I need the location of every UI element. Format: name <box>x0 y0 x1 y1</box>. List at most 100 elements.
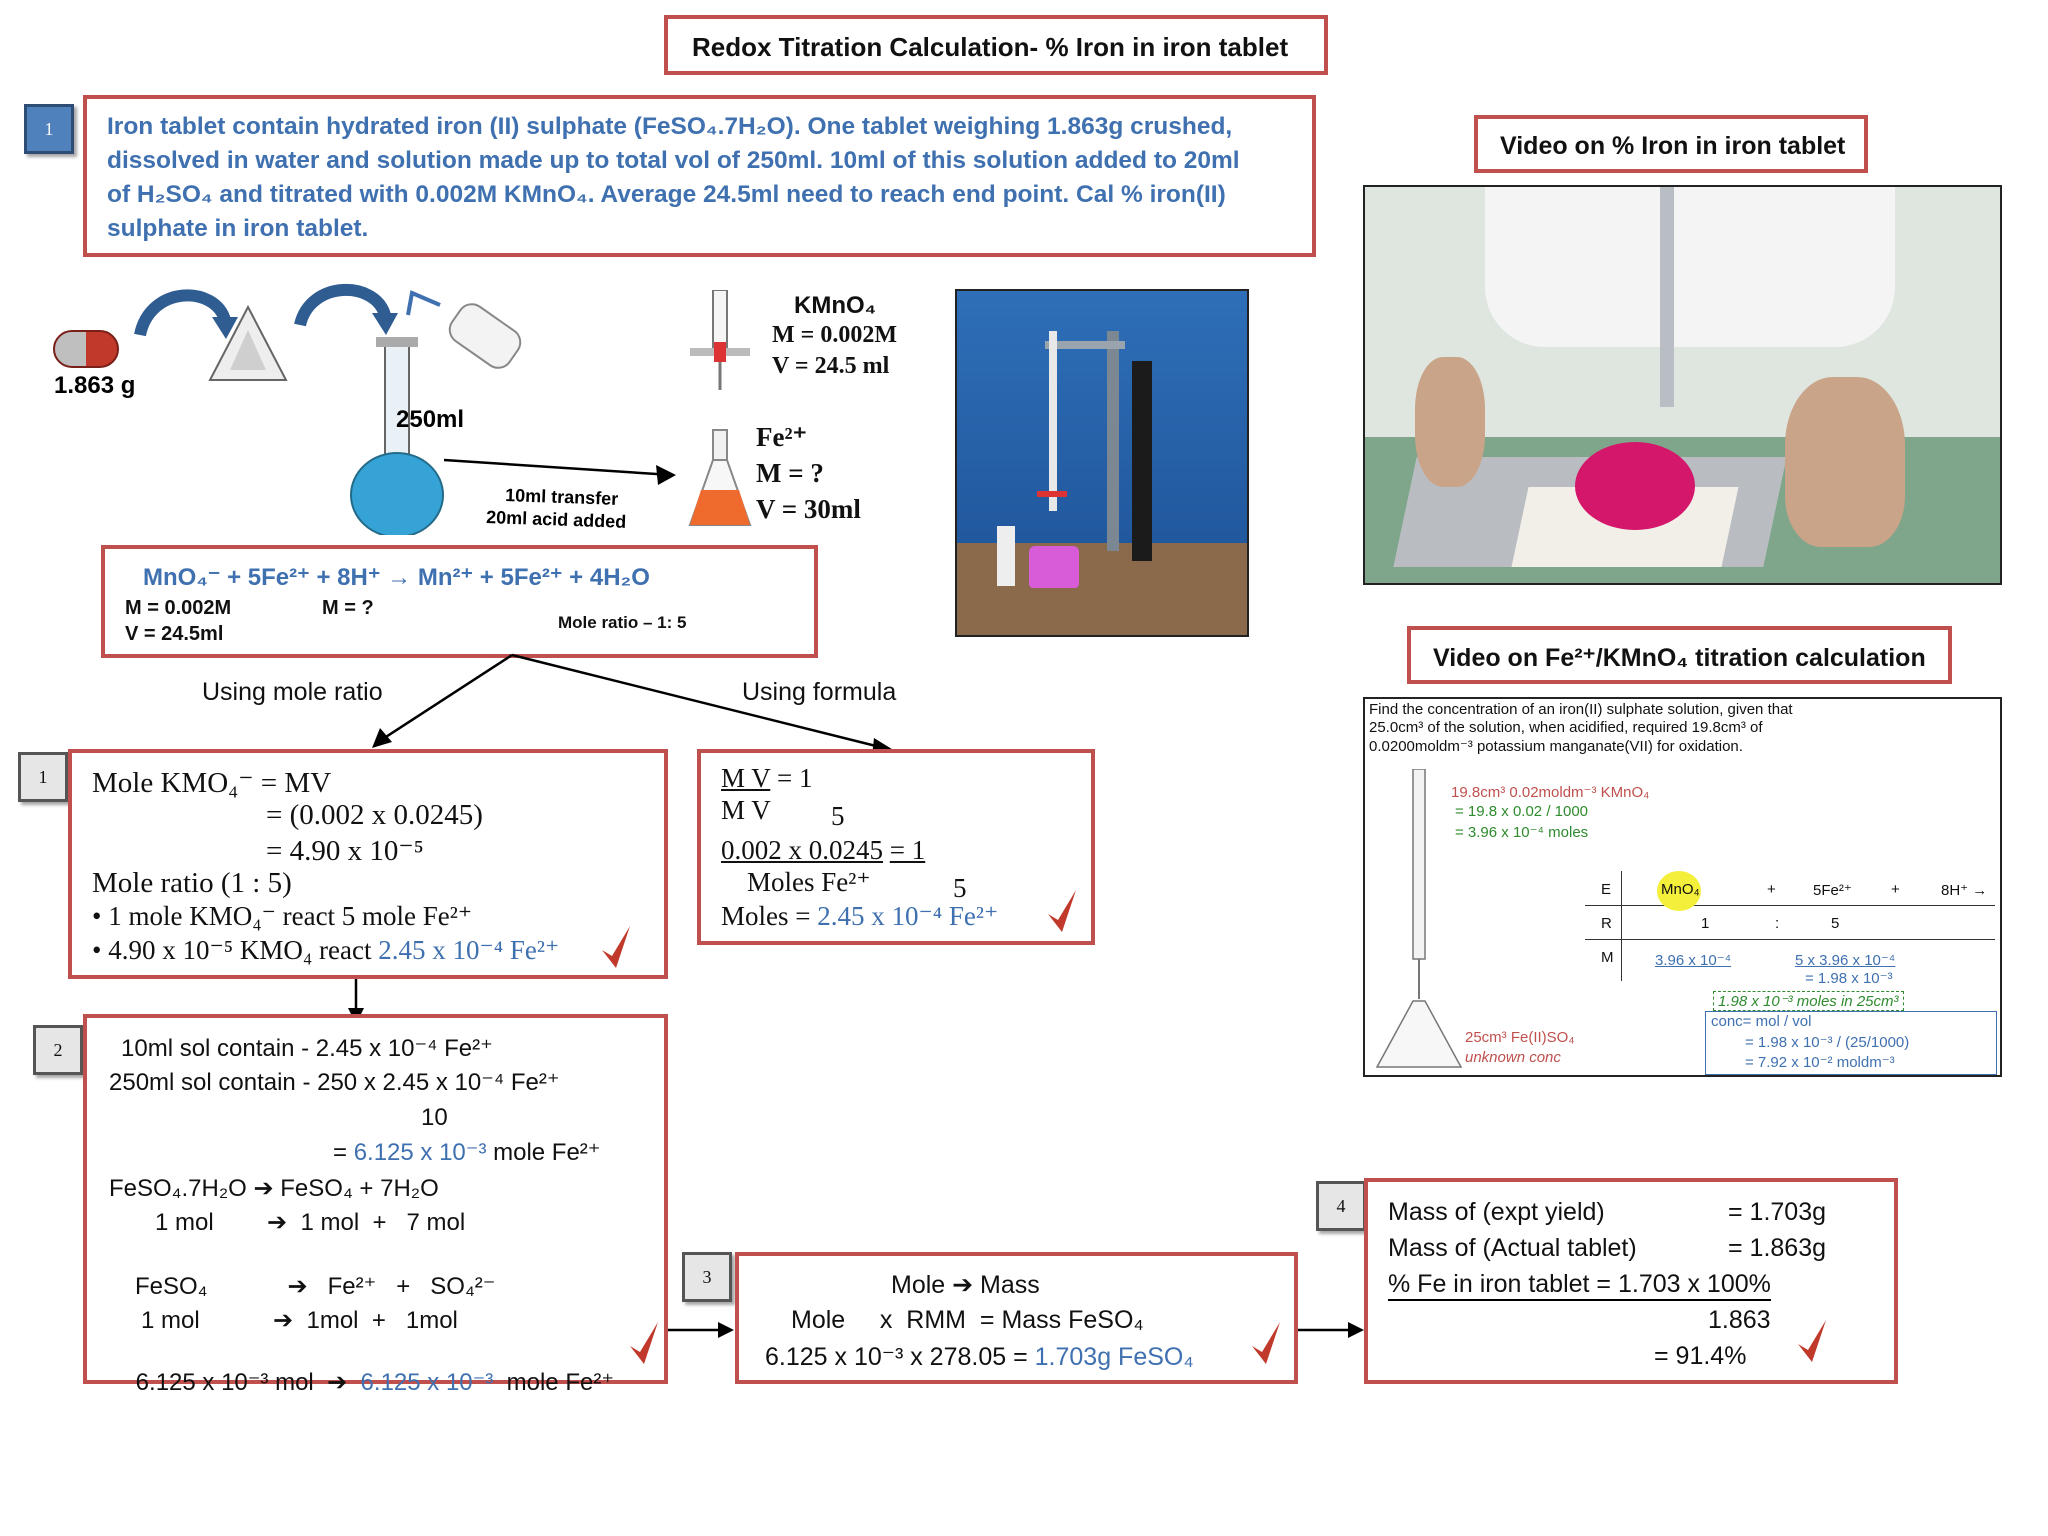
step2-badge: 2 <box>33 1025 83 1075</box>
thumb2-e3: 5Fe²⁺ <box>1813 882 1852 899</box>
thumb2-e5: 8H⁺ → <box>1941 882 1988 899</box>
fe-molarity: M = ? <box>756 458 824 488</box>
step2-line-6: 1 mol ➔ 1 mol + 7 mol <box>155 1209 466 1236</box>
equation-text: MnO₄⁻ + 5Fe²⁺ + 8H⁺ → Mn²⁺ + 5Fe²⁺ + 4H₂… <box>143 564 650 591</box>
thumb2-m4: 1.98 x 10⁻³ moles in 25cm³ <box>1713 991 1904 1011</box>
powder-pile-icon <box>208 304 288 381</box>
step1-line-6: • 4.90 x 10⁻⁵ KMO₄ react 2.45 x 10⁻⁴ Fe²… <box>92 935 559 966</box>
video2-thumbnail[interactable]: Find the concentration of an iron(II) su… <box>1363 697 2002 1077</box>
step2-line-7: FeSO₄ ➔ Fe²⁺ + SO₄²⁻ <box>135 1273 496 1300</box>
step3-calc: 6.125 x 10⁻³ x 278.05 = <box>765 1343 1035 1371</box>
step4-actual-label: Mass of (Actual tablet) <box>1388 1234 1637 1262</box>
thumb2-question-1: Find the concentration of an iron(II) su… <box>1369 701 1793 718</box>
wash-bottle-icon <box>406 290 522 369</box>
step2-line-2: 250ml sol contain - 250 x 2.45 x 10⁻⁴ Fe… <box>109 1069 560 1096</box>
formula-mv-top: M V <box>721 763 771 793</box>
mass-label: 1.863 g <box>54 372 135 399</box>
thumb2-f1: 25cm³ Fe(II)SO₄ <box>1465 1029 1575 1046</box>
step4-expt-label: Mass of (expt yield) <box>1388 1198 1605 1226</box>
fe-label: Fe²⁺ <box>756 422 807 452</box>
thumb2-e1: MnO₄ <box>1661 881 1700 898</box>
flask-volume-label: 250ml <box>396 406 464 433</box>
check-icon <box>1252 1322 1280 1364</box>
branch-mole-ratio-label: Using mole ratio <box>202 678 383 706</box>
thumb2-r1: 1 <box>1701 915 1710 932</box>
step3-line-2: Mole x RMM = Mass FeSO₄ <box>791 1306 1144 1334</box>
transfer-label: 10ml transfer <box>505 485 619 509</box>
thumb2-r3: 5 <box>1831 915 1840 932</box>
thumb2-given-3: = 3.96 x 10⁻⁴ moles <box>1455 824 1589 841</box>
mole-ratio-label: Mole ratio – 1: 5 <box>558 613 687 632</box>
step2-moles-250: 6.125 x 10⁻³ <box>353 1139 487 1166</box>
step1-badge: 1 <box>18 752 68 802</box>
formula-ratio-one: = 1 <box>889 835 926 865</box>
thumb2-f2: unknown conc <box>1465 1049 1561 1066</box>
check-icon <box>1798 1320 1826 1362</box>
thumb2-m2: 5 x 3.96 x 10⁻⁴ <box>1795 952 1896 969</box>
step2-line-5: FeSO₄.7H₂O ➔ FeSO₄ + 7H₂O <box>109 1175 439 1202</box>
formula-result: 2.45 x 10⁻⁴ Fe²⁺ <box>817 901 999 931</box>
formula-moles-label: Moles = <box>721 901 818 931</box>
step1-line-5: • 1 mole KMO₄⁻ react 5 mole Fe²⁺ <box>92 901 473 931</box>
formula-five: 5 <box>953 873 967 903</box>
step1-line-3: = 4.90 x 10⁻⁵ <box>266 835 424 867</box>
problem-badge: 1 <box>24 104 74 154</box>
problem-box: Iron tablet contain hydrated iron (II) s… <box>83 95 1316 257</box>
equation-box: MnO₄⁻ + 5Fe²⁺ + 8H⁺ → Mn²⁺ + 5Fe²⁺ + 4H₂… <box>101 545 818 658</box>
video1-thumbnail[interactable] <box>1363 185 2002 585</box>
thumb2-burette-icon <box>1375 769 1463 1068</box>
step3-result: 1.703g FeSO₄ <box>1034 1343 1194 1371</box>
step3-box: Mole ➔ Mass Mole x RMM = Mass FeSO₄ 6.12… <box>735 1252 1298 1384</box>
thumb2-question-2: 25.0cm³ of the solution, when acidified,… <box>1369 719 1763 736</box>
thumb2-given-2: = 19.8 x 0.02 / 1000 <box>1455 803 1589 820</box>
thumb2-c3: = 7.92 x 10⁻² moldm⁻³ <box>1745 1054 1895 1071</box>
equation-kmno4-v: V = 24.5ml <box>125 623 224 645</box>
kmno4-volume: V = 24.5 ml <box>772 353 890 379</box>
formula-ratio-bottom: 5 <box>831 801 845 831</box>
titration-illustration <box>688 290 752 526</box>
video2-title-box: Video on Fe²⁺/KMnO₄ titration calculatio… <box>1407 626 1952 684</box>
step1-box: Mole KMO₄⁻ = MV = (0.002 x 0.0245) = 4.9… <box>68 749 668 979</box>
kmno4-molarity: M = 0.002M <box>772 322 897 348</box>
thumb2-given-1: 19.8cm³ 0.02moldm⁻³ KMnO₄ <box>1451 784 1650 801</box>
problem-line-3: of H₂SO₄ and titrated with 0.002M KMnO₄.… <box>107 181 1226 208</box>
thumb2-row-r: R <box>1601 915 1612 932</box>
problem-line-1: Iron tablet contain hydrated iron (II) s… <box>107 113 1233 140</box>
step2-result: 6.125 x 10⁻³ <box>360 1369 494 1396</box>
step4-result: = 91.4% <box>1654 1342 1747 1370</box>
thumb2-row-m: M <box>1601 949 1614 966</box>
video1-title: Video on % Iron in iron tablet <box>1500 132 1846 160</box>
formula-line-1: M V = 1 <box>721 763 813 794</box>
kmno4-label: KMnO₄ <box>794 292 877 319</box>
check-icon <box>630 1322 658 1364</box>
step3-line-1: Mole ➔ Mass <box>891 1271 1040 1299</box>
step1-line-2: = (0.002 x 0.0245) <box>266 799 483 831</box>
step2-line-3: 10 <box>421 1104 448 1131</box>
problem-line-4: sulphate in iron tablet. <box>107 215 369 242</box>
formula-box: M V = 1 M V 5 0.002 x 0.0245 = 1 Moles F… <box>697 749 1095 945</box>
thumb2-m3: = 1.98 x 10⁻³ <box>1805 970 1893 987</box>
step4-actual-value: = 1.863g <box>1728 1234 1827 1262</box>
step1-result: 2.45 x 10⁻⁴ Fe²⁺ <box>378 935 560 965</box>
equation-kmno4-m: M = 0.002M <box>125 597 232 619</box>
thumb2-row-e: E <box>1601 881 1612 898</box>
setup-illustration: 1.863 g 250ml 10ml transfer 20ml acid ad… <box>53 283 676 535</box>
page-title: Redox Titration Calculation- % Iron in i… <box>692 32 1289 62</box>
curved-arrow-icon <box>294 283 398 335</box>
equation-fe-m: M = ? <box>322 597 374 619</box>
step2-line-1: 10ml sol contain - 2.45 x 10⁻⁴ Fe²⁺ <box>121 1035 493 1062</box>
step4-badge: 4 <box>1316 1181 1366 1231</box>
step2-result-unit: mole Fe²⁺ <box>493 1369 614 1396</box>
step2-line-9: 6.125 x 10⁻³ mol ➔ 6.125 x 10⁻³ mole Fe²… <box>109 1340 614 1425</box>
thumb2-e4: + <box>1891 881 1900 898</box>
formula-line-5: Moles = 2.45 x 10⁻⁴ Fe²⁺ <box>721 901 998 932</box>
step4-expt-value: = 1.703g <box>1728 1198 1827 1226</box>
thumb2-e2: + <box>1767 881 1776 898</box>
burette-icon <box>690 290 750 390</box>
step3-line-3: 6.125 x 10⁻³ x 278.05 = 1.703g FeSO₄ <box>765 1342 1194 1372</box>
formula-mv-bottom: M V <box>721 795 771 825</box>
conical-flask-icon <box>688 429 752 526</box>
volumetric-flask-icon <box>350 337 444 535</box>
step2-fe-moles: 6.125 x 10⁻³ mol ➔ <box>135 1369 361 1396</box>
